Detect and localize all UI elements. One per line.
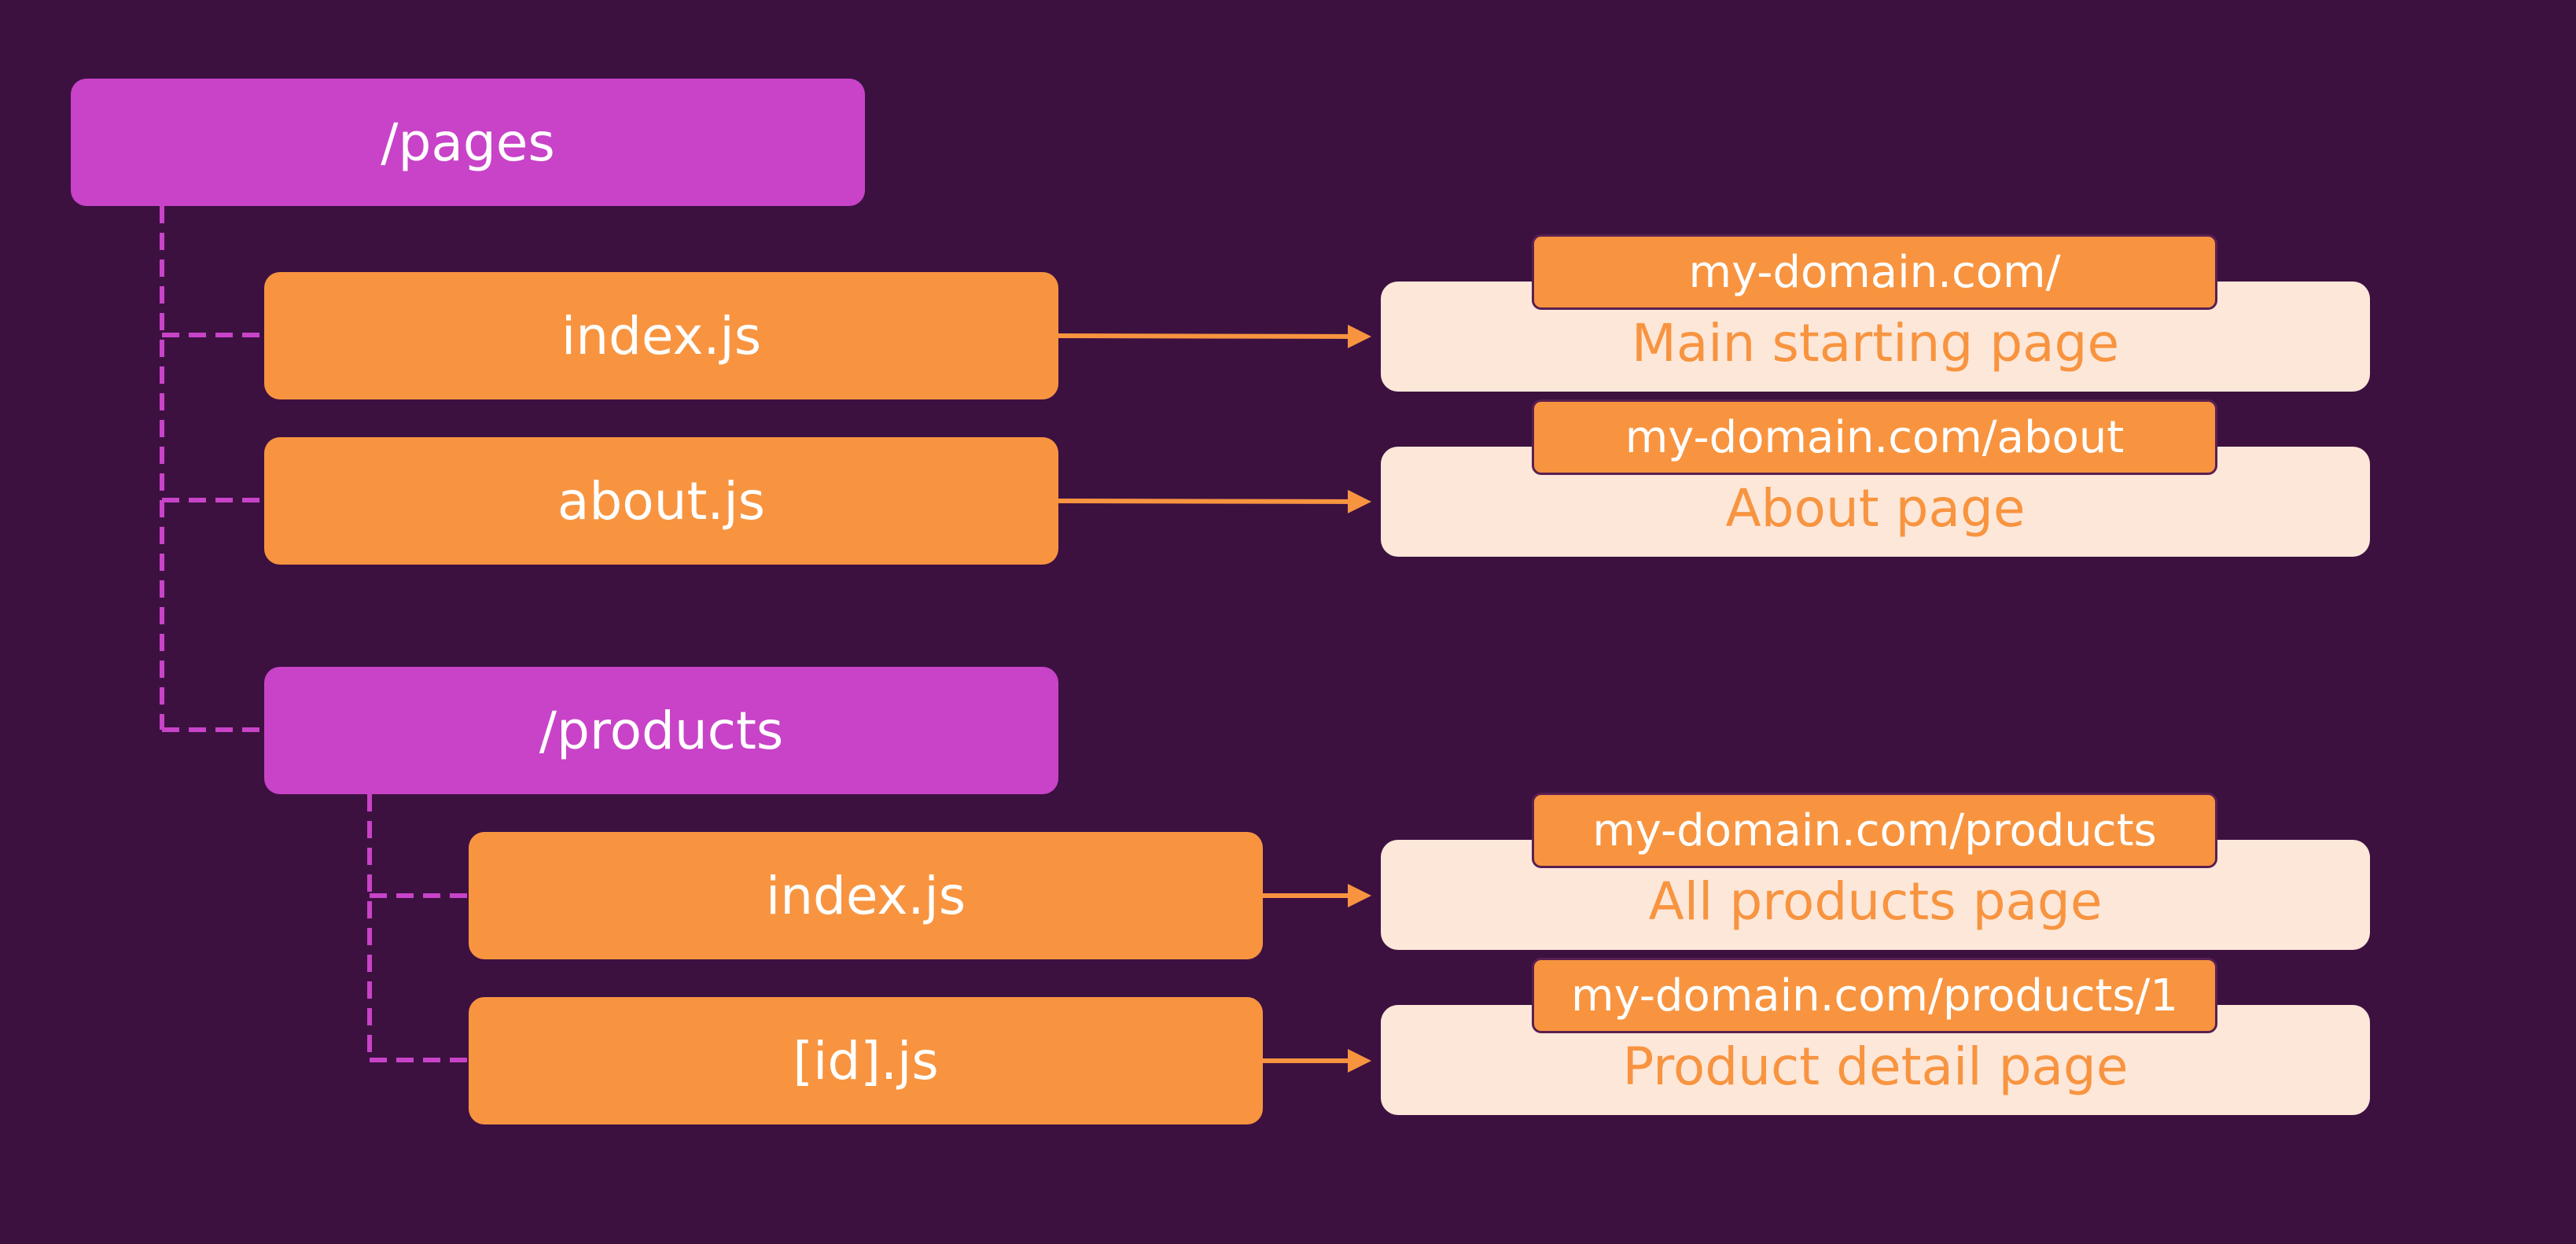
route-url-about: my-domain.com/about xyxy=(1532,399,2217,475)
route-url-label: my-domain.com/products/1 xyxy=(1571,970,2178,1021)
route-url-label: my-domain.com/ xyxy=(1688,246,2061,298)
route-url-products: my-domain.com/products xyxy=(1532,793,2217,868)
file-about-js-label: about.js xyxy=(557,470,766,532)
products-tree-lines xyxy=(367,794,469,1062)
route-url-label: my-domain.com/products xyxy=(1592,804,2157,856)
folder-products: /products xyxy=(264,667,1058,794)
folder-pages: /pages xyxy=(71,79,865,206)
file-about-js: about.js xyxy=(264,437,1058,565)
route-arrows xyxy=(1058,324,1371,1073)
pages-tree-lines xyxy=(160,206,264,732)
file-products-id-js-label: [id].js xyxy=(793,1030,939,1091)
route-url-label: my-domain.com/about xyxy=(1625,411,2125,463)
file-index-js-label: index.js xyxy=(561,305,762,366)
folder-pages-label: /pages xyxy=(381,112,555,173)
arrow-route-1 xyxy=(1058,324,1371,348)
file-products-index-js: index.js xyxy=(469,832,1263,959)
route-page-label: Product detail page xyxy=(1622,1036,2129,1097)
file-index-js: index.js xyxy=(264,272,1058,399)
route-page-label: Main starting page xyxy=(1631,312,2120,374)
route-url-product-detail: my-domain.com/products/1 xyxy=(1532,958,2217,1033)
file-products-id-js: [id].js xyxy=(469,997,1263,1124)
file-products-index-js-label: index.js xyxy=(765,865,966,926)
folder-products-label: /products xyxy=(539,700,784,761)
route-page-label: About page xyxy=(1725,477,2026,539)
arrow-route-2 xyxy=(1058,489,1371,513)
route-url-main: my-domain.com/ xyxy=(1532,234,2217,310)
route-page-label: All products page xyxy=(1648,870,2103,932)
